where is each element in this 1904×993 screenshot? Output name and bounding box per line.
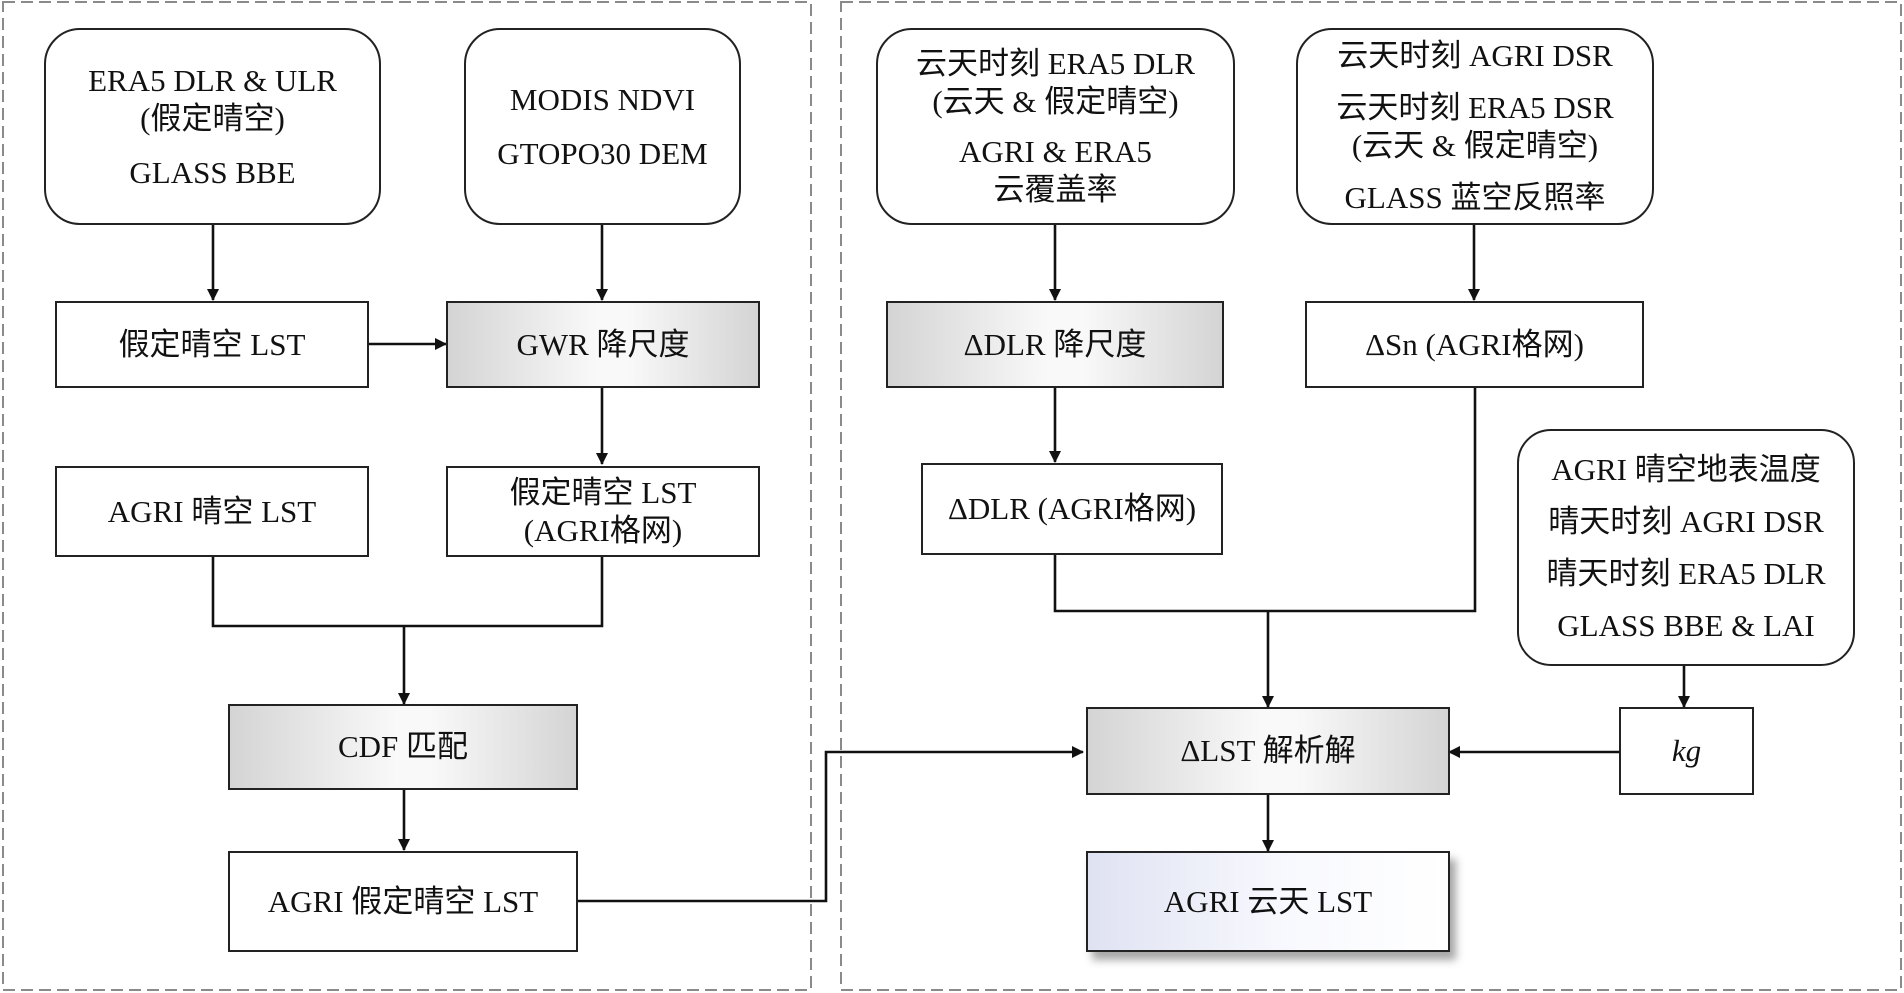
assumed-clear-lst-grid-box: 假定晴空 LST (AGRI格网) xyxy=(446,466,760,557)
delta-lst-analytical-label: ΔLST 解析解 xyxy=(1180,733,1356,768)
input-cloudy-dlr-line4: 云覆盖率 xyxy=(993,171,1118,207)
delta-sn-grid-label: ΔSn (AGRI格网) xyxy=(1365,326,1584,362)
cdf-matching-label: CDF 匹配 xyxy=(337,729,469,764)
input-kg-line1: AGRI 晴空地表温度 xyxy=(1551,451,1821,487)
delta-dlr-grid-box: ΔDLR (AGRI格网) xyxy=(921,463,1223,555)
left-panel-frame xyxy=(2,1,812,991)
input-cloudy-dlr: 云天时刻 ERA5 DLR (云天 & 假定晴空) AGRI & ERA5 云覆… xyxy=(876,28,1235,225)
gwr-downscaling-box: GWR 降尺度 xyxy=(446,301,760,388)
input-era5-line2: (假定晴空) xyxy=(140,100,285,136)
cdf-matching-box: CDF 匹配 xyxy=(228,704,578,790)
input-era5-line3: GLASS BBE xyxy=(129,154,296,190)
gwr-downscaling-label: GWR 降尺度 xyxy=(516,326,690,362)
agri-clear-lst-label: AGRI 晴空 LST xyxy=(107,493,317,529)
input-cloudy-dlr-line1: 云天时刻 ERA5 DLR xyxy=(916,45,1195,81)
input-cloudy-dsr-line4: GLASS 蓝空反照率 xyxy=(1344,179,1606,215)
input-kg-line4: GLASS BBE & LAI xyxy=(1557,607,1815,643)
input-modis-line2: GTOPO30 DEM xyxy=(497,135,708,171)
assumed-clear-lst-label: 假定晴空 LST xyxy=(118,326,306,362)
kg-box: kg xyxy=(1619,707,1754,795)
agri-cloudy-lst-box: AGRI 云天 LST xyxy=(1086,851,1450,952)
agri-assumed-clear-lst-label: AGRI 假定晴空 LST xyxy=(267,883,539,919)
input-era5-dlr-ulr: ERA5 DLR & ULR (假定晴空) GLASS BBE xyxy=(44,28,381,225)
input-kg-line2: 晴天时刻 AGRI DSR xyxy=(1548,503,1824,539)
assumed-clear-lst-grid-line2: (AGRI格网) xyxy=(523,512,683,548)
delta-dlr-downscaling-label: ΔDLR 降尺度 xyxy=(963,326,1147,362)
input-cloudy-dsr: 云天时刻 AGRI DSR 云天时刻 ERA5 DSR (云天 & 假定晴空) … xyxy=(1296,28,1654,225)
input-kg-params: AGRI 晴空地表温度 晴天时刻 AGRI DSR 晴天时刻 ERA5 DLR … xyxy=(1517,429,1855,666)
input-cloudy-dsr-line2: 云天时刻 ERA5 DSR xyxy=(1336,89,1614,125)
delta-dlr-downscaling-box: ΔDLR 降尺度 xyxy=(886,301,1224,388)
assumed-clear-lst-grid-line1: 假定晴空 LST xyxy=(509,474,697,510)
agri-cloudy-lst-label: AGRI 云天 LST xyxy=(1163,883,1373,919)
delta-dlr-grid-label: ΔDLR (AGRI格网) xyxy=(947,491,1197,526)
input-modis-line1: MODIS NDVI xyxy=(509,81,696,117)
arrow-assumed-lst-to-delta-lst xyxy=(577,746,1084,903)
connector-agri-clear-lst xyxy=(211,556,604,628)
input-cloudy-dlr-line3: AGRI & ERA5 xyxy=(959,133,1152,169)
agri-clear-lst-box: AGRI 晴空 LST xyxy=(55,466,369,557)
connector-dlr-sn-merge xyxy=(1053,386,1477,613)
input-cloudy-dsr-line1: 云天时刻 AGRI DSR xyxy=(1337,37,1613,73)
input-modis-gtopo: MODIS NDVI GTOPO30 DEM xyxy=(464,28,741,225)
kg-label: kg xyxy=(1671,733,1702,768)
delta-lst-analytical-box: ΔLST 解析解 xyxy=(1086,707,1450,795)
input-cloudy-dlr-line2: (云天 & 假定晴空) xyxy=(932,83,1179,119)
input-era5-line1: ERA5 DLR & ULR xyxy=(88,62,337,98)
delta-sn-grid-box: ΔSn (AGRI格网) xyxy=(1305,301,1644,388)
assumed-clear-lst-box: 假定晴空 LST xyxy=(55,301,369,388)
input-cloudy-dsr-line3: (云天 & 假定晴空) xyxy=(1351,127,1599,163)
right-panel-frame xyxy=(840,1,1902,991)
input-kg-line3: 晴天时刻 ERA5 DLR xyxy=(1546,555,1826,591)
agri-assumed-clear-lst-box: AGRI 假定晴空 LST xyxy=(228,851,578,952)
